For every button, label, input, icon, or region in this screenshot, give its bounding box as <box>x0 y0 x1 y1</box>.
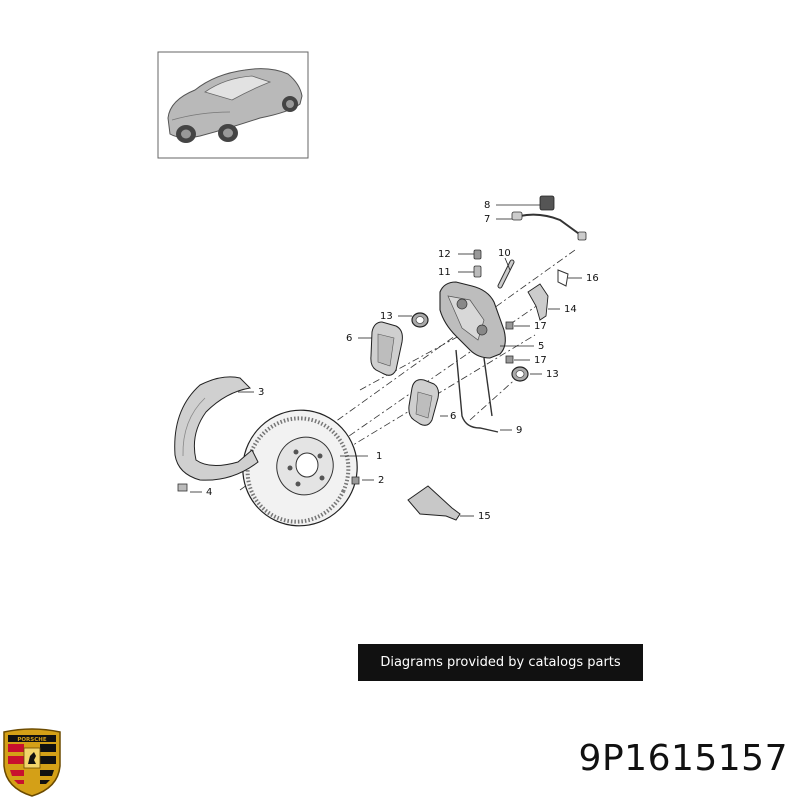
brake-pad-outer <box>370 321 403 376</box>
callout-label: 13 <box>546 369 559 380</box>
callout-label: 7 <box>484 214 490 225</box>
screw-lower <box>505 355 514 364</box>
caliper-bolt <box>497 259 515 289</box>
brake-caliper <box>439 281 506 359</box>
dust-shield <box>174 376 259 481</box>
callout-label: 5 <box>538 341 544 352</box>
callout-label: 11 <box>438 267 451 278</box>
callout-label: 9 <box>516 425 522 436</box>
brake-disc <box>242 409 358 527</box>
callout-label: 15 <box>478 511 491 522</box>
mounting-bracket <box>527 283 549 321</box>
diagram-caption: Diagrams provided by catalogs parts <box>358 644 643 681</box>
callout-label: 10 <box>498 248 511 259</box>
logo-wordmark: PORSCHE <box>17 737 47 743</box>
callout-label: 16 <box>586 273 599 284</box>
screw-upper <box>505 321 514 330</box>
brake-pad-inner <box>408 379 439 426</box>
bleeder-screw <box>473 265 482 278</box>
callout-label: 1 <box>376 451 382 462</box>
brake-line <box>455 349 499 433</box>
callout-label: 4 <box>206 487 212 498</box>
shield-bolt <box>177 483 188 492</box>
callout-label: 8 <box>484 200 490 211</box>
callout-label: 14 <box>564 304 577 315</box>
porsche-crest-logo: PORSCHE <box>3 728 61 797</box>
callout-label: 17 <box>534 321 547 332</box>
wear-sensor <box>511 195 587 241</box>
callout-label: 13 <box>380 311 393 322</box>
callout-label: 2 <box>378 475 384 486</box>
part-number: 9P1615157 <box>578 738 788 779</box>
leader-lines <box>190 204 582 517</box>
disc-screw <box>351 476 360 485</box>
car-thumbnail <box>157 51 309 159</box>
callout-label: 17 <box>534 355 547 366</box>
caption-text: Diagrams provided by catalogs parts <box>380 655 621 670</box>
spring-clip <box>557 269 569 287</box>
callout-label: 3 <box>258 387 264 398</box>
callout-label: 6 <box>346 333 352 344</box>
seal-ring-upper <box>411 312 429 328</box>
bleeder-cap <box>473 249 482 260</box>
callout-label: 12 <box>438 249 451 260</box>
seal-ring-lower <box>511 366 529 382</box>
callout-label: 6 <box>450 411 456 422</box>
callouts: 1 2 3 4 5 6 6 7 8 9 10 11 12 13 13 14 15… <box>206 200 599 522</box>
paste-tube <box>407 485 461 521</box>
